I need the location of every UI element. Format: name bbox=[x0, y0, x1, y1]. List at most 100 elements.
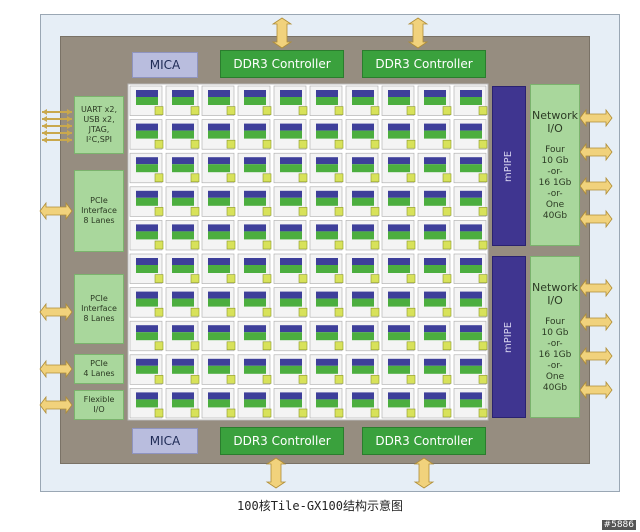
tile-core bbox=[460, 157, 482, 165]
tile-core bbox=[172, 358, 194, 366]
tile bbox=[453, 287, 488, 318]
arrow-ddr-bottom-left bbox=[265, 457, 287, 489]
tile-switch bbox=[298, 408, 308, 418]
tile-switch bbox=[406, 341, 416, 351]
tile-switch bbox=[190, 375, 200, 384]
tile bbox=[345, 186, 380, 217]
tile-core bbox=[244, 325, 266, 333]
network-io-top-body: Four 10 Gb -or- 16 1Gb -or- One 40Gb bbox=[538, 144, 572, 221]
tile bbox=[237, 85, 272, 116]
tile-cache bbox=[424, 130, 446, 139]
tile-core bbox=[352, 325, 374, 333]
tile-switch bbox=[298, 274, 308, 283]
tile bbox=[201, 119, 236, 150]
tile-cache bbox=[352, 164, 374, 173]
mpipe-top-label: mPIPE bbox=[503, 150, 515, 182]
tile-core bbox=[316, 123, 338, 131]
tile-switch bbox=[406, 408, 416, 418]
tile-core bbox=[316, 157, 338, 165]
tile-core bbox=[316, 291, 338, 299]
tile-cache bbox=[352, 231, 374, 240]
tile-core bbox=[172, 190, 194, 198]
tile-core bbox=[352, 157, 374, 165]
tile bbox=[201, 320, 236, 352]
tile-cache bbox=[208, 197, 230, 206]
arrow-ddr-top-left bbox=[271, 17, 293, 49]
tile bbox=[381, 152, 416, 184]
tile bbox=[273, 253, 308, 284]
tile-core bbox=[136, 123, 158, 131]
tile-switch bbox=[334, 106, 344, 115]
tile bbox=[417, 152, 452, 184]
tile bbox=[237, 388, 272, 419]
tile-cache bbox=[208, 298, 230, 307]
tile-switch bbox=[190, 139, 200, 149]
tile-cache bbox=[280, 365, 302, 374]
tile-core bbox=[424, 291, 446, 299]
tile-core bbox=[352, 224, 374, 232]
tile-switch bbox=[370, 106, 380, 115]
tile-switch bbox=[334, 240, 344, 250]
tile-switch bbox=[478, 341, 488, 351]
tile-cache bbox=[388, 164, 410, 173]
tile-switch bbox=[154, 106, 164, 115]
arrow-network-bottom-2 bbox=[579, 346, 613, 366]
tile-switch bbox=[262, 207, 272, 216]
tile-core bbox=[352, 392, 374, 400]
tile bbox=[201, 287, 236, 318]
tile-cache bbox=[316, 332, 338, 341]
tile-switch bbox=[226, 173, 236, 183]
ddr3-controller-bottom-left: DDR3 Controller bbox=[220, 427, 344, 455]
tile-cache bbox=[208, 399, 230, 408]
tile-cache bbox=[316, 265, 338, 273]
tile-core bbox=[316, 358, 338, 366]
tile bbox=[129, 85, 164, 116]
tile-core bbox=[424, 157, 446, 165]
tile-core bbox=[136, 90, 158, 97]
tile bbox=[381, 253, 416, 284]
arrow-pcie-2 bbox=[39, 302, 73, 322]
tile-switch bbox=[154, 408, 164, 418]
tile-core bbox=[352, 258, 374, 265]
tile-cache bbox=[208, 365, 230, 374]
tile bbox=[237, 320, 272, 352]
tile bbox=[201, 152, 236, 184]
tile-cache bbox=[316, 130, 338, 139]
arrow-network-top-0 bbox=[579, 108, 613, 128]
tile bbox=[381, 354, 416, 385]
tile-core bbox=[388, 325, 410, 333]
tile-core bbox=[316, 224, 338, 232]
tile-cache bbox=[424, 164, 446, 173]
tile-switch bbox=[478, 408, 488, 418]
tile-switch bbox=[442, 408, 452, 418]
tile-core bbox=[388, 190, 410, 198]
tile-cache bbox=[388, 231, 410, 240]
tile-switch bbox=[298, 375, 308, 384]
tile-core bbox=[424, 190, 446, 198]
tile-core bbox=[352, 291, 374, 299]
arrow-network-bottom-3 bbox=[579, 380, 613, 400]
tile-core bbox=[280, 90, 302, 97]
network-io-top-title: Network I/O bbox=[532, 108, 578, 135]
tile-switch bbox=[154, 240, 164, 250]
tile-cache bbox=[280, 298, 302, 307]
tile bbox=[309, 85, 344, 116]
tile-core bbox=[460, 392, 482, 400]
ddr3-controller-top-left: DDR3 Controller bbox=[220, 50, 344, 78]
tile-core bbox=[460, 90, 482, 97]
tile bbox=[165, 119, 200, 150]
tile-cache bbox=[136, 399, 158, 408]
tile bbox=[237, 354, 272, 385]
tile bbox=[165, 85, 200, 116]
tile bbox=[165, 388, 200, 419]
tile-switch bbox=[262, 173, 272, 183]
tile-cache bbox=[424, 197, 446, 206]
tile-core bbox=[460, 224, 482, 232]
tile bbox=[345, 287, 380, 318]
tile-switch bbox=[154, 307, 164, 317]
tile-switch bbox=[298, 341, 308, 351]
tile-cache bbox=[316, 365, 338, 374]
tile-core bbox=[460, 291, 482, 299]
tile-core bbox=[136, 190, 158, 198]
